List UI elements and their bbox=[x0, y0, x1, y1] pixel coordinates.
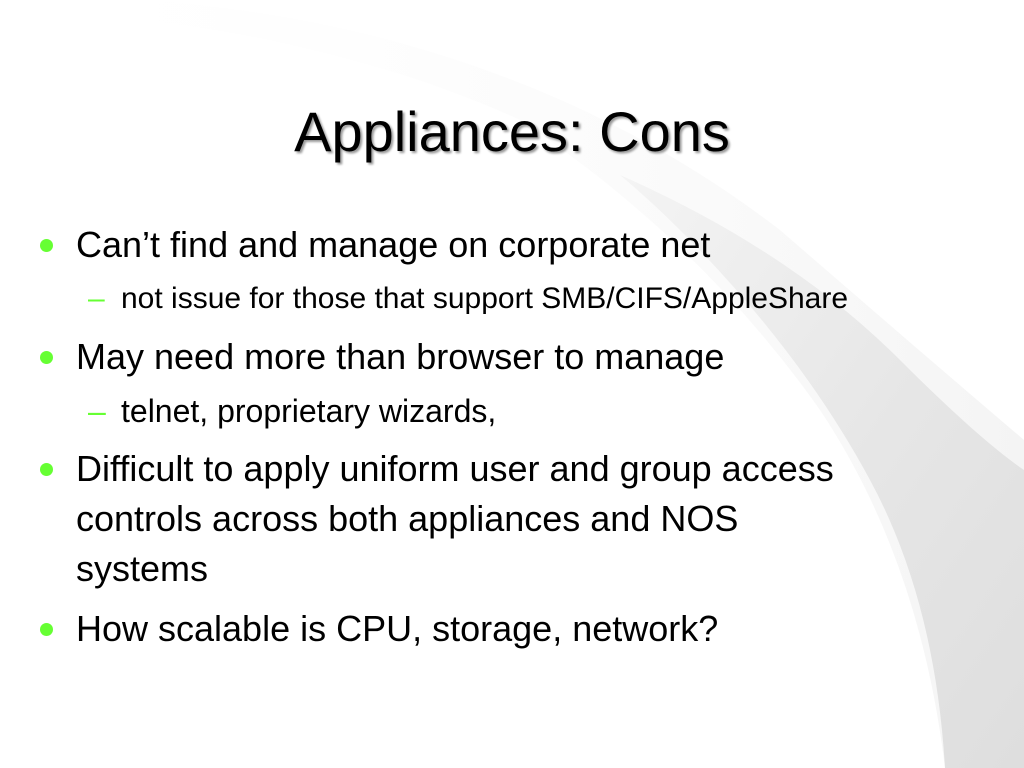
sub-bullet-text: telnet, proprietary wizards, bbox=[121, 393, 497, 429]
bullet-text: May need more than browser to manage bbox=[76, 336, 725, 377]
sub-bullet-text: not issue for those that support SMB/CIF… bbox=[121, 282, 849, 315]
bullet-dot-icon bbox=[40, 623, 53, 636]
bullet-item: May need more than browser to manage bbox=[38, 332, 868, 382]
bullet-text: Can’t find and manage on corporate net bbox=[76, 224, 711, 265]
bullet-text: Difficult to apply uniform user and grou… bbox=[76, 448, 834, 589]
sub-bullet-item: – telnet, proprietary wizards, bbox=[38, 388, 868, 434]
bullet-item: Can’t find and manage on corporate net bbox=[38, 220, 868, 270]
bullet-item: Difficult to apply uniform user and grou… bbox=[38, 444, 868, 594]
bullet-item: How scalable is CPU, storage, network? bbox=[38, 604, 868, 654]
bullet-dot-icon bbox=[40, 463, 53, 476]
bullet-text: How scalable is CPU, storage, network? bbox=[76, 608, 719, 649]
slide-title: Appliances: Cons bbox=[294, 100, 730, 163]
bullet-dot-icon bbox=[40, 239, 53, 252]
sub-bullet-item: – not issue for those that support SMB/C… bbox=[38, 276, 868, 322]
bullet-dot-icon bbox=[40, 351, 53, 364]
dash-marker-icon: – bbox=[88, 282, 105, 315]
dash-marker-icon: – bbox=[88, 393, 106, 429]
bullet-list: Can’t find and manage on corporate net –… bbox=[38, 220, 868, 654]
